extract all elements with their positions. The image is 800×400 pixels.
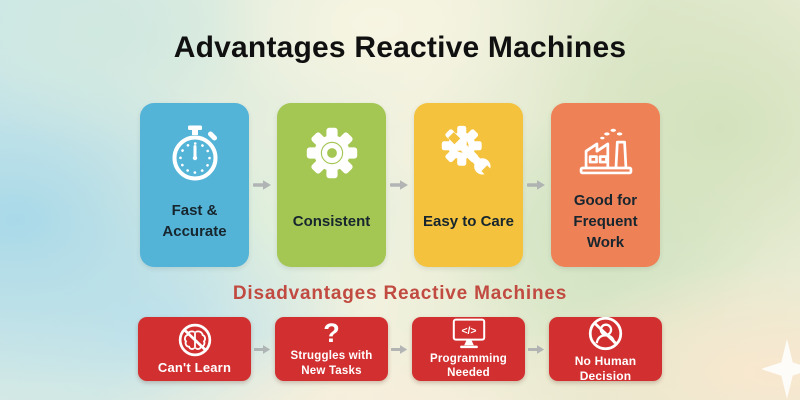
arrow-right-icon — [523, 179, 551, 191]
arrow-right-icon — [388, 344, 412, 355]
disadvantage-label: Can't Learn — [157, 359, 232, 375]
disadvantage-card-programming-needed: </> Programming Needed — [412, 317, 525, 381]
factory-icon — [577, 121, 635, 185]
advantage-card-easy-care: Easy to Care — [414, 103, 523, 267]
advantage-card-frequent-work: Good for Frequent Work — [551, 103, 660, 267]
disadvantages-row: Can't Learn ? Struggles with New Tasks <… — [138, 315, 662, 383]
arrow-right-icon — [525, 344, 549, 355]
gear-wrench-icon — [440, 121, 498, 185]
no-person-icon — [587, 315, 624, 352]
disadvantage-card-no-human-decision: No Human Decision — [549, 315, 662, 383]
question-mark-icon: ? — [323, 318, 340, 349]
advantages-heading: Advantages Reactive Machines — [173, 31, 627, 64]
advantage-card-consistent: Consistent — [277, 103, 386, 267]
advantage-label: Easy to Care — [423, 212, 514, 230]
arrow-right-icon — [386, 179, 414, 191]
gear-icon — [304, 121, 360, 185]
stopwatch-icon — [169, 121, 221, 185]
sparkle-decoration — [761, 339, 800, 399]
no-brain-icon — [177, 322, 213, 358]
disadvantage-card-cant-learn: Can't Learn — [138, 317, 251, 381]
arrow-right-icon — [251, 344, 275, 355]
advantage-label: Fast & Accurate — [162, 202, 227, 240]
advantages-row: Fast & Accurate Consiste — [140, 103, 660, 267]
disadvantage-label: Struggles with New Tasks — [290, 350, 373, 377]
disadvantages-heading: Disadvantages Reactive Machines — [232, 283, 568, 304]
code-monitor-icon: </> — [449, 318, 489, 350]
svg-text:</>: </> — [461, 326, 476, 337]
advantage-label: Consistent — [292, 212, 371, 230]
disadvantage-label: No Human Decision — [574, 353, 637, 383]
disadvantage-label: Programming Needed — [430, 352, 507, 379]
advantage-label: Good for Frequent Work — [573, 191, 638, 251]
disadvantage-card-struggles-new-tasks: ? Struggles with New Tasks — [275, 317, 388, 381]
advantage-card-fast-accurate: Fast & Accurate — [140, 103, 249, 267]
arrow-right-icon — [249, 179, 277, 191]
